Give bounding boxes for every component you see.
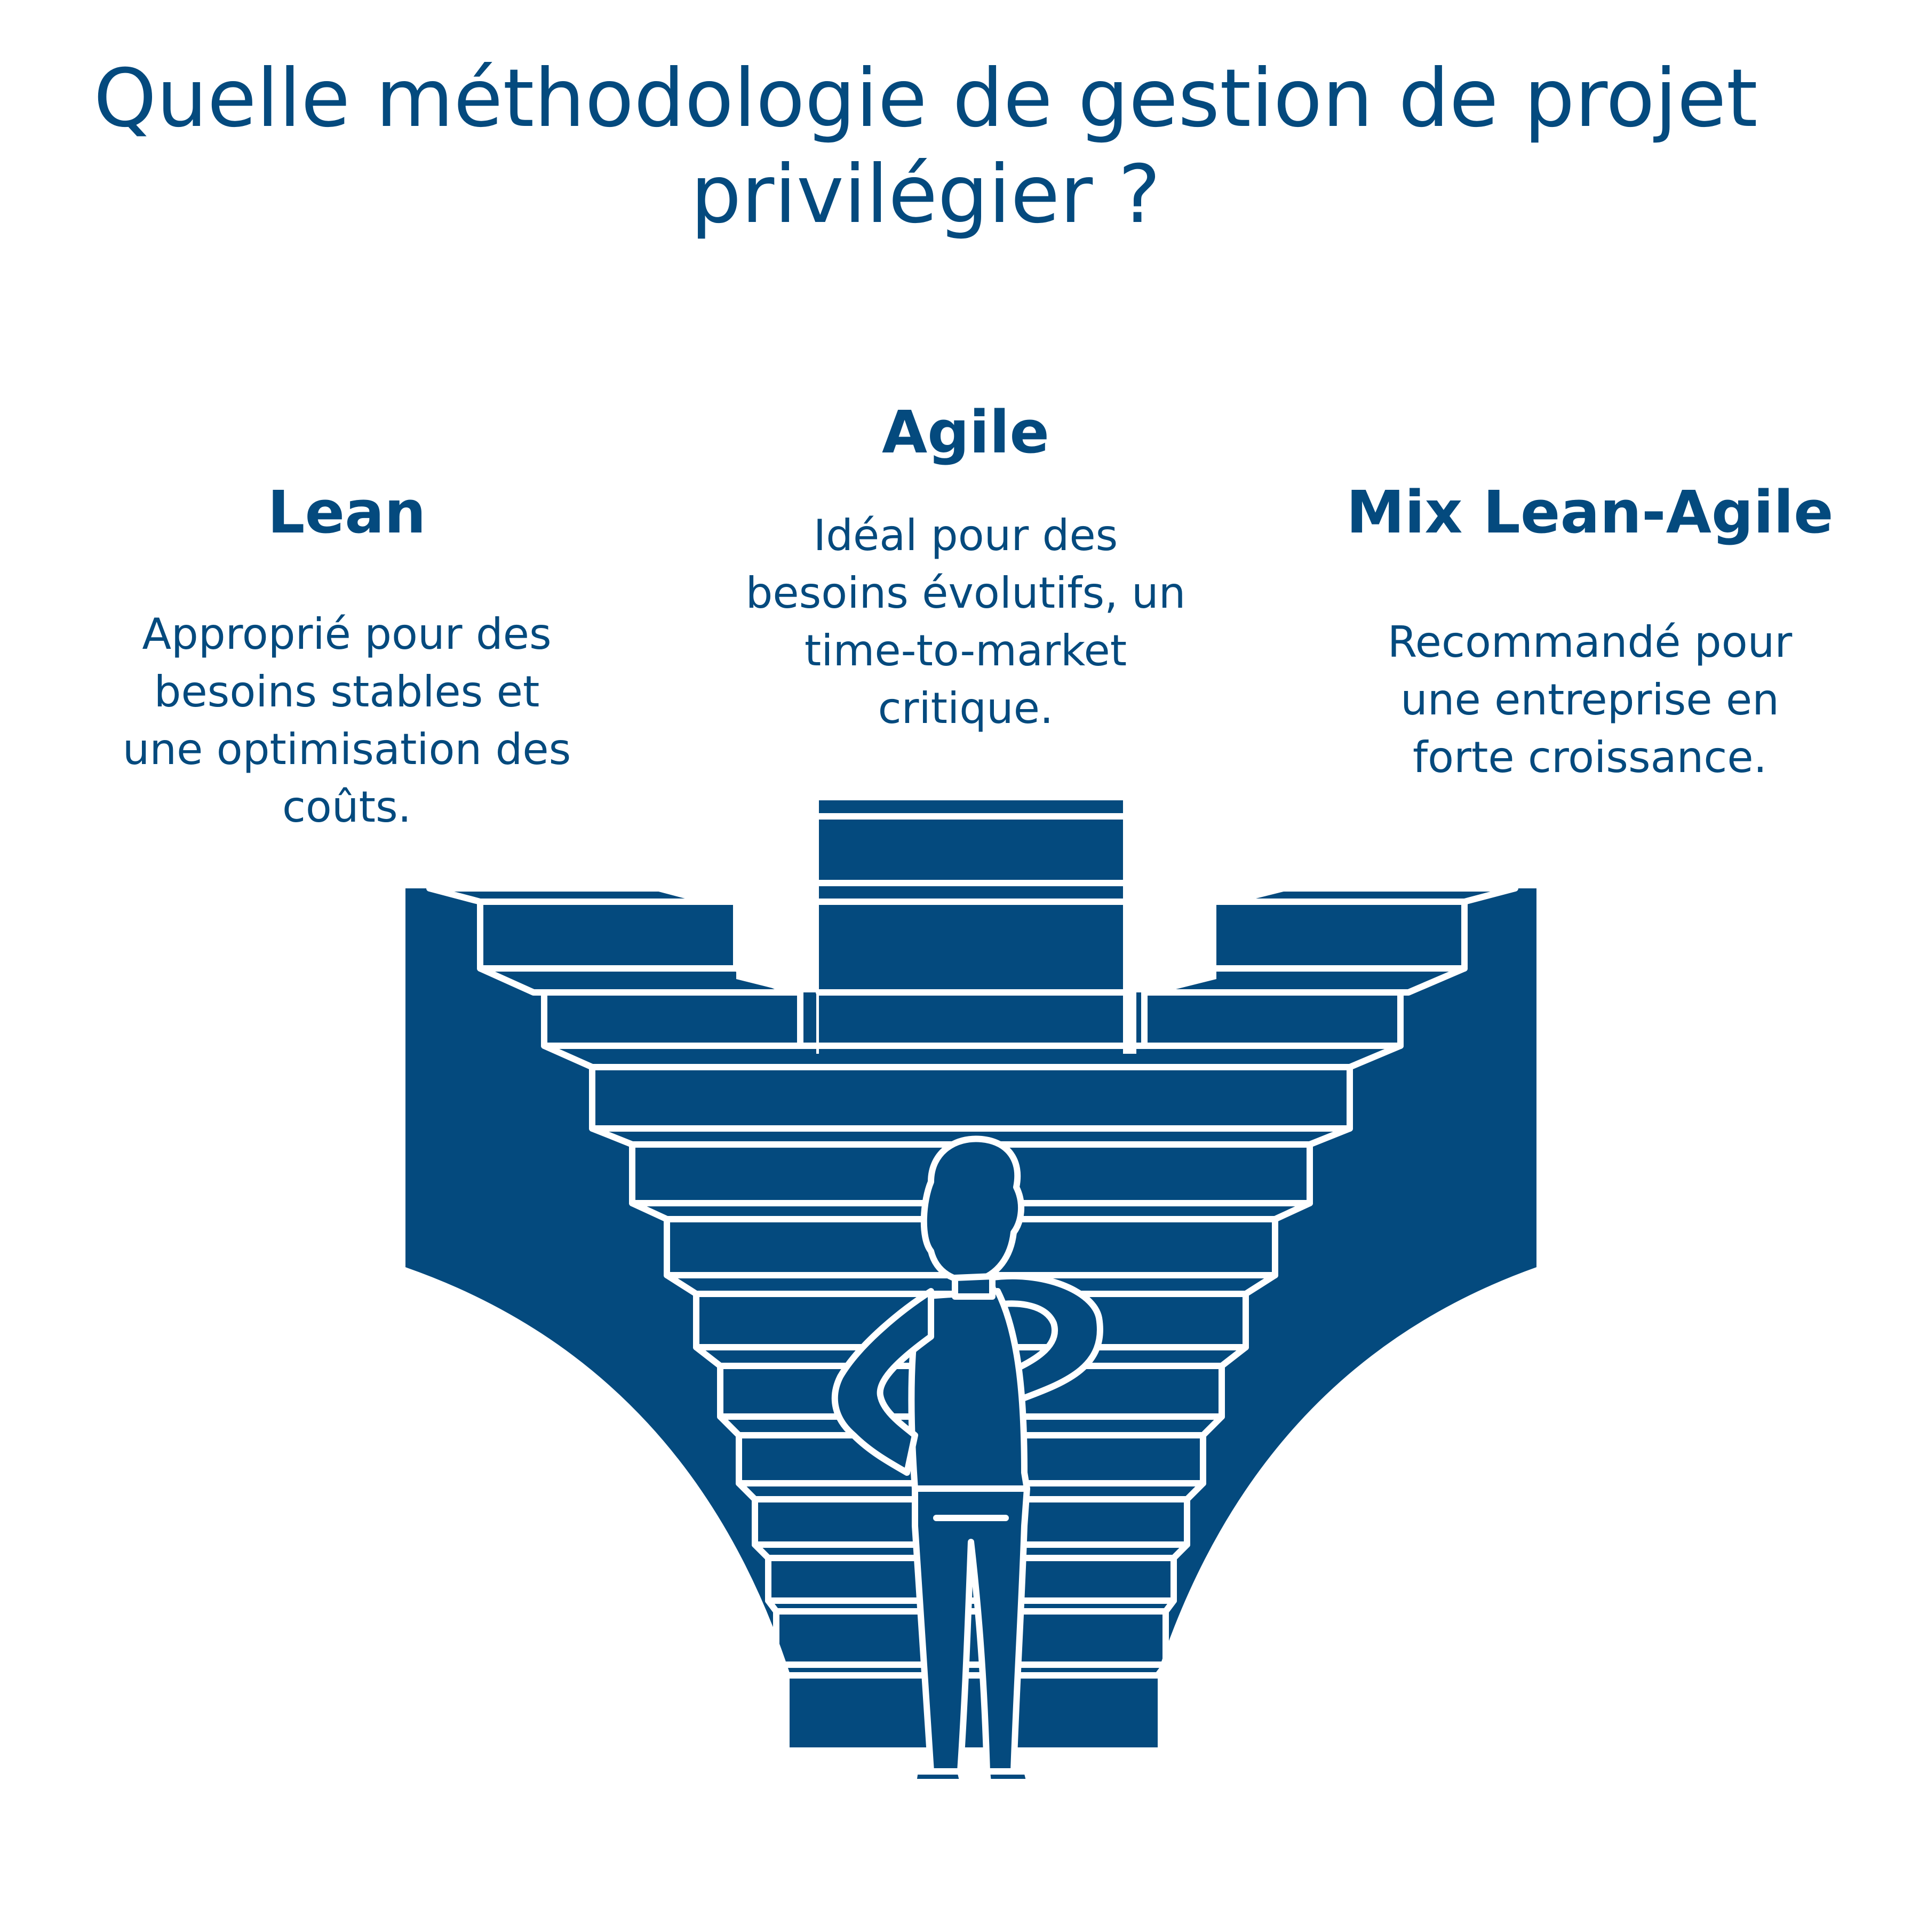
agile-heading: Agile: [882, 398, 1049, 466]
lean-description: Approprié pour des besoins stables et un…: [122, 609, 571, 832]
mix-steps: [1141, 885, 1518, 1049]
column-agile: Agile Idéal pour des besoins évolutifs, …: [699, 397, 1232, 737]
agile-column-block: [819, 800, 1123, 1054]
thinking-person-icon: [831, 1135, 1103, 1785]
agile-column-lines: [816, 813, 1126, 996]
agile-description: Idéal pour des besoins évolutifs, un tim…: [745, 511, 1186, 733]
column-lean: Lean Approprié pour des besoins stables …: [80, 478, 614, 836]
page-title: Quelle méthodologie de gestion de projet…: [93, 52, 1758, 241]
mix-heading: Mix Lean-Agile: [1346, 478, 1834, 546]
column-mix-lean-agile: Mix Lean-Agile Recommandé pour une entre…: [1318, 478, 1862, 786]
mix-description: Recommandé pour une entreprise en forte …: [1387, 617, 1793, 782]
lean-heading: Lean: [267, 478, 426, 546]
